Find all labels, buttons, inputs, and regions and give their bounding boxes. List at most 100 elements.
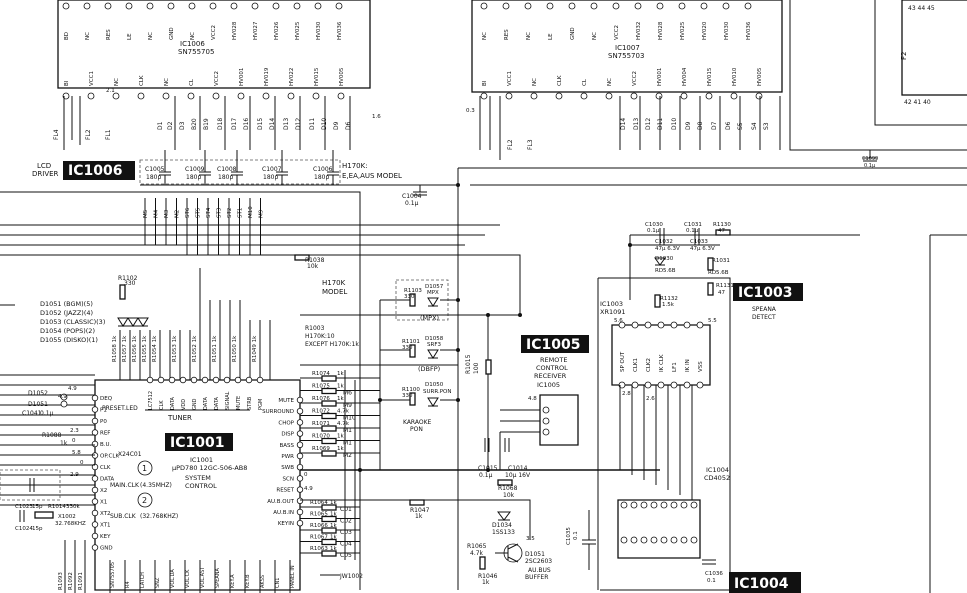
r1031-ref: R1031 — [712, 258, 730, 264]
ic1007-top-pin-label: LE — [548, 33, 554, 40]
voltage-label: 1.6 — [372, 114, 381, 120]
ic1003-bottom-wires — [619, 385, 693, 500]
svg-text:R1055 1k: R1055 1k — [142, 335, 148, 362]
right-resistor-net: M1 — [343, 440, 352, 447]
ic1003-frame — [597, 277, 731, 590]
ic1001-part: μPD780 12GC-506-AB8 — [172, 464, 247, 472]
model-note-2: E,EA,AUS MODEL — [342, 172, 402, 180]
ic1007-bot-pin-label: VCC2 — [632, 71, 638, 86]
svg-text:D3: D3 — [179, 121, 186, 130]
voltage-label: 3.5 — [526, 536, 535, 542]
ic1001-bottom-pin-label: KEY.B — [245, 574, 251, 588]
r1038: R1038 10k — [294, 254, 325, 270]
ic1003-pin — [657, 381, 665, 389]
voltage-label: 2.1 — [106, 88, 115, 94]
ic1003-pin — [696, 381, 704, 389]
ic1001-left-pin-label: GND — [100, 546, 113, 552]
r1047-val: 1k — [415, 513, 423, 520]
fl-label: FL3 — [527, 139, 534, 150]
d1030-ref: D1030 — [655, 256, 674, 262]
ic1007-top-pin — [590, 2, 598, 10]
ic1001-right-pin-label: DISP — [281, 432, 294, 438]
ic1001-top-pin-label: VDD — [181, 399, 187, 410]
ic1001-top-pin-label: CLK — [159, 400, 165, 410]
top-cap-val: 180p — [146, 174, 161, 181]
ic1006-bot-pin — [287, 92, 295, 100]
svg-text:D10: D10 — [321, 118, 328, 130]
ic1004-pin — [630, 536, 638, 544]
ic1006-top-pin-label: GND — [169, 27, 175, 40]
ic1001-right-pin — [296, 419, 304, 426]
ic1001-bottom-pin-label: CN1 — [275, 578, 281, 588]
ic1003-pin-label: VSS — [698, 361, 704, 372]
ic1001-right-pin-label: AU.B.OUT — [267, 499, 294, 505]
ic1001-bottom-pin-label: VOL.CK — [185, 569, 191, 588]
r1103-ref: R1103 — [404, 288, 422, 294]
svg-text:D2: D2 — [167, 121, 174, 130]
ic1006-top-pin-label: NC — [85, 32, 91, 40]
c1030-val: 0.1μ — [647, 228, 660, 234]
ic1007-part: SN755703 — [608, 52, 644, 60]
c1031-val: 0.1μ — [686, 228, 699, 234]
ic1001-left-pin — [91, 406, 99, 413]
ic1006-bot-pin-label: CL — [189, 78, 195, 86]
grid-label: ST3 — [217, 207, 223, 218]
voltage-label: 5.5 — [708, 318, 717, 324]
ic1004-pin — [640, 536, 648, 544]
svg-text:43 44 45: 43 44 45 — [908, 5, 935, 12]
ic1001-ref: IC1001 — [190, 456, 213, 464]
ic1001-top-pin-label: PGM — [258, 399, 264, 410]
ic1003-pin — [696, 321, 704, 329]
ic1007-top-pin-label: HV028 — [658, 21, 664, 40]
voltage-label: 0 — [80, 460, 84, 466]
ic1007-top-pin-label: GND — [570, 27, 576, 40]
ic1006-part: SN755705 — [178, 48, 214, 56]
led-dbfp: R1101 330 D1058 SRF3 (DBFP) — [402, 336, 444, 373]
key-resistor-ref: R1063 — [310, 546, 328, 552]
r1130-ref: R1130 — [713, 222, 731, 228]
x1002-val: 32.768KHZ — [55, 521, 86, 527]
left-parts: D1052 D1051 C1041 0.1μ R1088 1k X24C01 — [0, 374, 142, 506]
r1014-ref: R1014 — [48, 504, 66, 510]
ic1001-bottom-pin-label: PANEL IN — [290, 565, 296, 588]
c1033-ref: C1033 — [690, 239, 708, 245]
key-resistor-ref: R1065 — [310, 512, 328, 518]
ic1006-bot-pin-label: HV022 — [289, 68, 295, 86]
ic1006-top-pin — [167, 2, 175, 10]
ic1001-top-pin — [201, 376, 209, 384]
ic1006-bot-pin — [237, 92, 245, 100]
ic1001-top-pin — [179, 376, 187, 384]
fl-label: FL4 — [53, 129, 60, 140]
ic1004-pin — [660, 536, 668, 544]
circle-number-2: 2 — [142, 496, 147, 505]
c1014-val: 10μ 16V — [505, 472, 531, 479]
ic1001-top-pin-label: LC7512 — [148, 391, 154, 410]
ic1006-bot-pin — [112, 92, 120, 100]
d1030-val: RD5.6B — [655, 268, 676, 274]
svg-text:R1054 1k: R1054 1k — [152, 335, 158, 362]
fl-label: FL2 — [85, 129, 92, 140]
ic1006-top-pin-label: NC — [190, 32, 196, 40]
ic1001-left-pin — [91, 417, 99, 425]
ic1007-bot-pin — [555, 92, 563, 100]
ic1004-pin — [640, 501, 648, 509]
svg-text:R1058 1k: R1058 1k — [112, 335, 118, 362]
ic1004-pin — [690, 536, 698, 544]
grid-label: ST5 — [196, 207, 202, 218]
ic1007-top-pin-label: HV025 — [680, 21, 686, 40]
fl-label: FL2 — [507, 139, 514, 150]
ic1007-bus-lines — [479, 0, 967, 160]
ic1001-left-pin-label: DATA — [100, 477, 114, 483]
ic1006-bot-pin — [337, 92, 345, 100]
fl-label: FL1 — [105, 129, 112, 140]
ic1007-top-pin — [722, 2, 730, 10]
key-resistor-val: 1k — [330, 535, 337, 541]
ic1003-pin-label: IK CLK — [659, 354, 665, 372]
ic1006-top-pin — [62, 2, 70, 10]
right-resistor-val: 1k — [337, 384, 344, 390]
led-list: D1051 (BGM)(5) D1052 (JAZZ)(4) D1053 (CL… — [40, 300, 105, 344]
ic1006-top-pin — [83, 2, 91, 10]
ic1007-top-pin-label: HV020 — [702, 21, 708, 40]
